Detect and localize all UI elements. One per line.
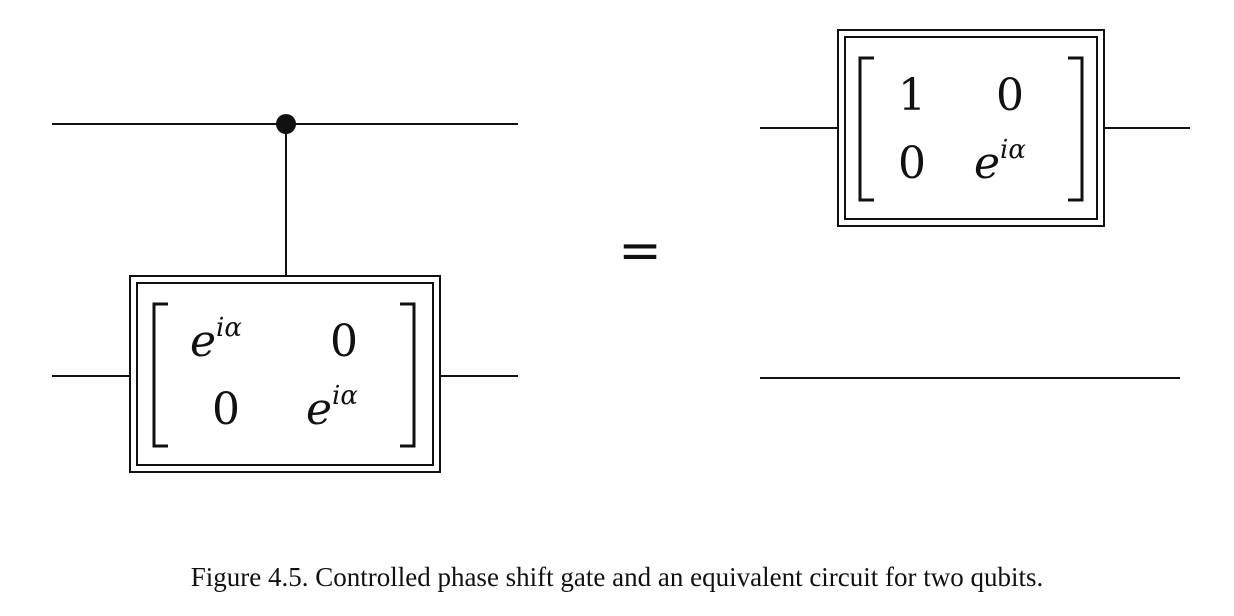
matrix-entry-r1c2: 0 xyxy=(996,70,1024,121)
matrix-entry-r1c1: 1 xyxy=(898,70,926,121)
phase-gate-inner-border xyxy=(844,36,1098,220)
matrix-entry-r2c1: 0 xyxy=(212,384,240,435)
controlled-gate-inner-border xyxy=(136,282,434,466)
matrix-right-bracket xyxy=(1068,56,1084,202)
phase-gate-box xyxy=(837,29,1105,227)
matrix-entry-r2c2: eiα xyxy=(306,381,358,435)
matrix-entry-r2c1: 0 xyxy=(898,138,926,189)
matrix-right-bracket xyxy=(400,302,416,448)
matrix-entry-r1c2: 0 xyxy=(330,316,358,367)
matrix-left-bracket xyxy=(152,302,168,448)
matrix-entry-r1c1: eiα xyxy=(190,313,242,367)
controlled-gate-matrix: eiα 0 0 eiα xyxy=(152,302,416,448)
equals-sign: = xyxy=(618,221,662,281)
controlled-gate-box xyxy=(129,275,441,473)
matrix-left-bracket xyxy=(858,56,874,202)
phase-gate-matrix: 1 0 0 eiα xyxy=(858,56,1084,202)
figure-caption: Figure 4.5. Controlled phase shift gate … xyxy=(191,562,1044,592)
matrix-entry-r2c2: eiα xyxy=(974,135,1026,189)
